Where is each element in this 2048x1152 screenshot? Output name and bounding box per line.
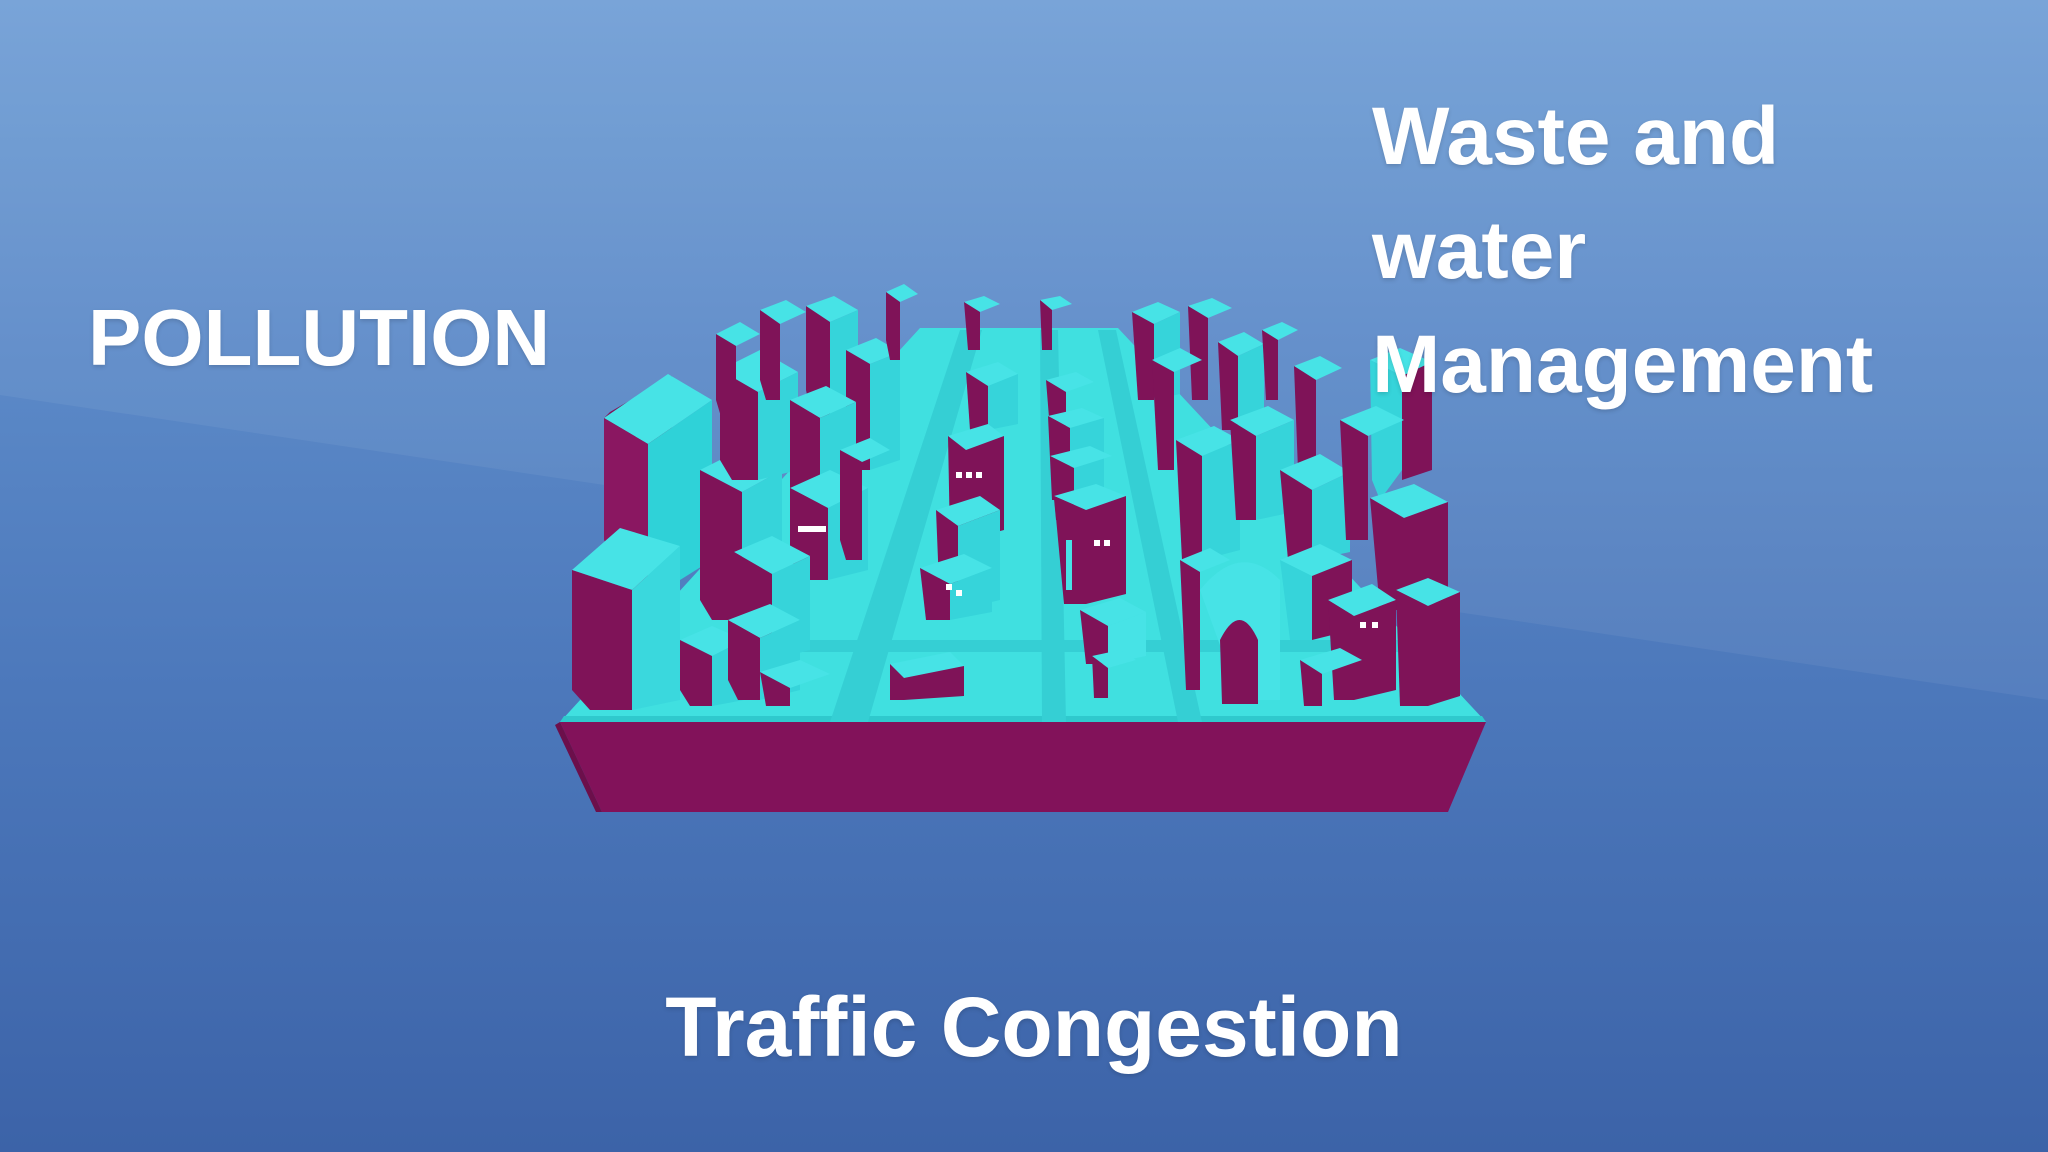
caption-pollution: POLLUTION — [88, 293, 551, 382]
city-base-side — [560, 722, 1486, 812]
caption-traffic-congestion: Traffic Congestion — [665, 980, 1403, 1074]
caption-waste-water-management: Waste and water Management — [1372, 91, 1874, 410]
